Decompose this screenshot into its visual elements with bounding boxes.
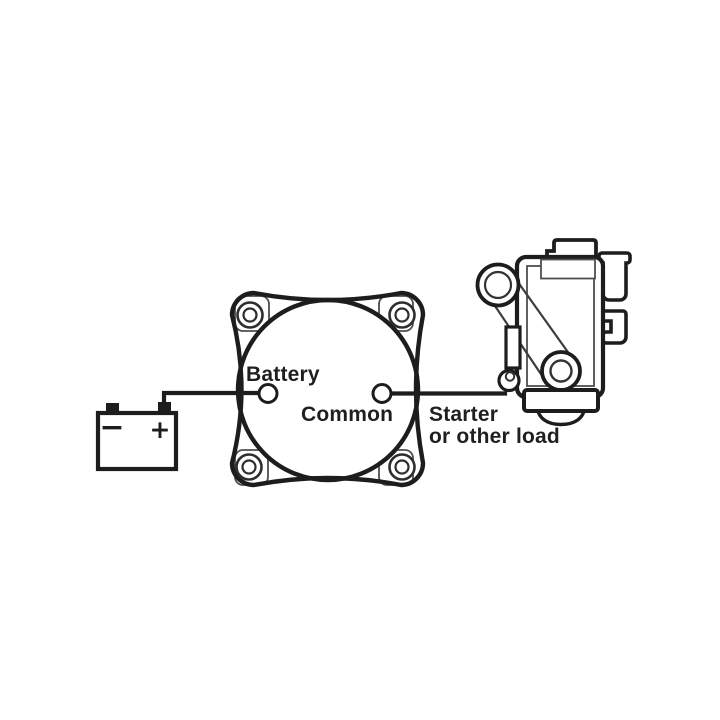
switch-mounting-hole <box>388 453 416 481</box>
battery-negative-post <box>106 403 119 414</box>
starter-header-panel <box>540 258 596 280</box>
switch-mounting-hole-inner <box>394 459 410 475</box>
starter-pulley-inner <box>483 270 513 300</box>
load-label-line1: Starter <box>429 403 499 426</box>
switch-common-stud <box>371 383 393 404</box>
switch-mounting-hole-inner <box>242 307 258 323</box>
switch-body-outline <box>229 290 426 488</box>
battery-switch-icon <box>229 290 426 488</box>
starter-side-step <box>504 325 522 370</box>
switch-mounting-hole-inner <box>394 307 410 323</box>
load-label: Starter or other load <box>429 404 560 447</box>
load-label-line2: or other load <box>429 424 560 448</box>
switch-mounting-hole <box>388 301 416 329</box>
starter-belt-line <box>509 270 576 363</box>
starter-motor-icon <box>475 238 632 427</box>
wire-battery-to-switch <box>161 390 271 407</box>
battery-icon: − + <box>95 402 179 472</box>
switch-battery-stud <box>257 383 279 404</box>
starter-pulley <box>475 262 521 308</box>
switch-mounting-hole-inner <box>241 459 257 475</box>
battery-case <box>95 410 179 472</box>
common-terminal-label: Common <box>301 403 394 426</box>
starter-terminal-post-inner <box>504 371 516 382</box>
battery-plus-sign: + <box>150 415 171 444</box>
starter-base <box>522 388 600 413</box>
switch-mounting-hole <box>235 453 263 481</box>
battery-minus-sign: − <box>99 410 124 445</box>
switch-mounting-hole <box>236 301 264 329</box>
starter-drive-circle <box>540 350 582 392</box>
starter-drive-circle-inner <box>549 359 573 383</box>
battery-terminal-label: Battery <box>246 363 320 386</box>
